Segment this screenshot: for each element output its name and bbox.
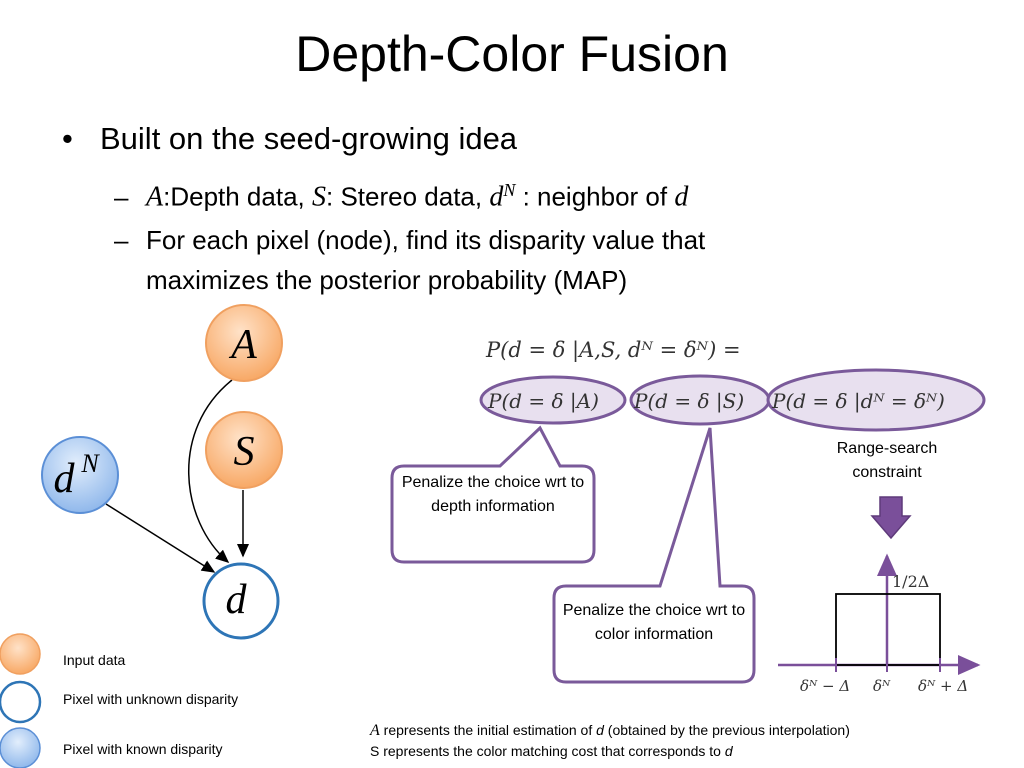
main-bullet: • Built on the seed-growing idea <box>62 118 517 160</box>
map-line-2: maximizes the posterior probability (MAP… <box>146 265 628 295</box>
note-line-2: S represents the color matching cost tha… <box>370 741 733 761</box>
legend-known-swatch <box>0 727 41 768</box>
range-search-label: Range-search constraint <box>836 440 938 481</box>
note-line-1: A represents the initial estimation of d… <box>370 720 850 741</box>
dash: – <box>114 225 129 255</box>
var-A: A <box>146 181 164 213</box>
callout-color-box <box>552 427 756 684</box>
legend-known-label: Pixel with known disparity <box>63 741 223 757</box>
sub-bullet-definitions: –A:Depth data, S: Stereo data, dN : neig… <box>114 170 688 218</box>
dash: – <box>114 181 129 212</box>
callout-color-text: Penalize the choice wrt to color informa… <box>562 602 746 643</box>
node-d <box>202 562 280 640</box>
callout-depth-text: Penalize the choice wrt to depth informa… <box>401 474 585 515</box>
node-S-label: S <box>234 429 255 475</box>
note-line-2-d: d <box>724 743 733 759</box>
equation-term-3: P(d = δ |dᴺ = δᴺ) <box>771 389 945 414</box>
node-A <box>205 304 283 382</box>
node-dN-sup: N <box>80 449 100 478</box>
node-d-label: d <box>226 577 248 623</box>
down-arrow-icon <box>870 496 912 540</box>
node-A-label: A <box>228 322 257 368</box>
plot-height-label: 1/2Δ <box>892 572 929 591</box>
note-line-2-text: S represents the color matching cost tha… <box>370 743 725 759</box>
main-bullet-text: Built on the seed-growing idea <box>100 121 518 156</box>
stereo-text: : Stereo data, <box>326 181 490 212</box>
term3-ellipse <box>766 368 986 432</box>
var-S: S <box>312 181 326 213</box>
plot-x-left: δᴺ − Δ <box>800 677 850 695</box>
node-dN <box>41 436 119 514</box>
note-A: A <box>370 722 380 739</box>
node-dN-label: d <box>54 456 76 502</box>
equation-line-1: P(d = δ |A,S, dᴺ = δᴺ) = <box>485 338 741 363</box>
var-dN: d <box>489 181 504 213</box>
equation-term-2: P(d = δ |S) <box>633 389 744 414</box>
callout-depth-box <box>390 425 596 564</box>
term1-ellipse <box>479 375 627 425</box>
sub-bullet-map: – For each pixel (node), find its dispar… <box>114 220 874 300</box>
plot-x-right: δᴺ + Δ <box>918 677 968 695</box>
edge-dN-to-d <box>105 503 216 573</box>
var-dN-sup: N <box>503 180 516 200</box>
legend-input-swatch <box>0 633 41 675</box>
neighbor-text: : neighbor of <box>515 181 675 212</box>
node-S <box>205 411 283 489</box>
note-d: d <box>596 722 604 738</box>
map-line-1: For each pixel (node), find its disparit… <box>146 225 706 255</box>
note-line-1-mid: represents the initial estimation of <box>379 722 597 738</box>
legend-unknown-swatch <box>0 680 42 724</box>
legend-input-label: Input data <box>63 652 126 668</box>
legend-unknown-label: Pixel with unknown disparity <box>63 691 239 707</box>
note-line-1-end: (obtained by the previous interpolation) <box>603 722 850 738</box>
var-d: d <box>674 181 689 213</box>
equation-term-1: P(d = δ |A) <box>487 389 599 414</box>
bullet-dot: • <box>62 121 73 156</box>
edge-A-to-d <box>188 379 233 563</box>
plot-x-mid: δᴺ <box>873 677 891 695</box>
slide-title: Depth-Color Fusion <box>295 26 729 82</box>
depth-text: :Depth data, <box>163 181 312 212</box>
